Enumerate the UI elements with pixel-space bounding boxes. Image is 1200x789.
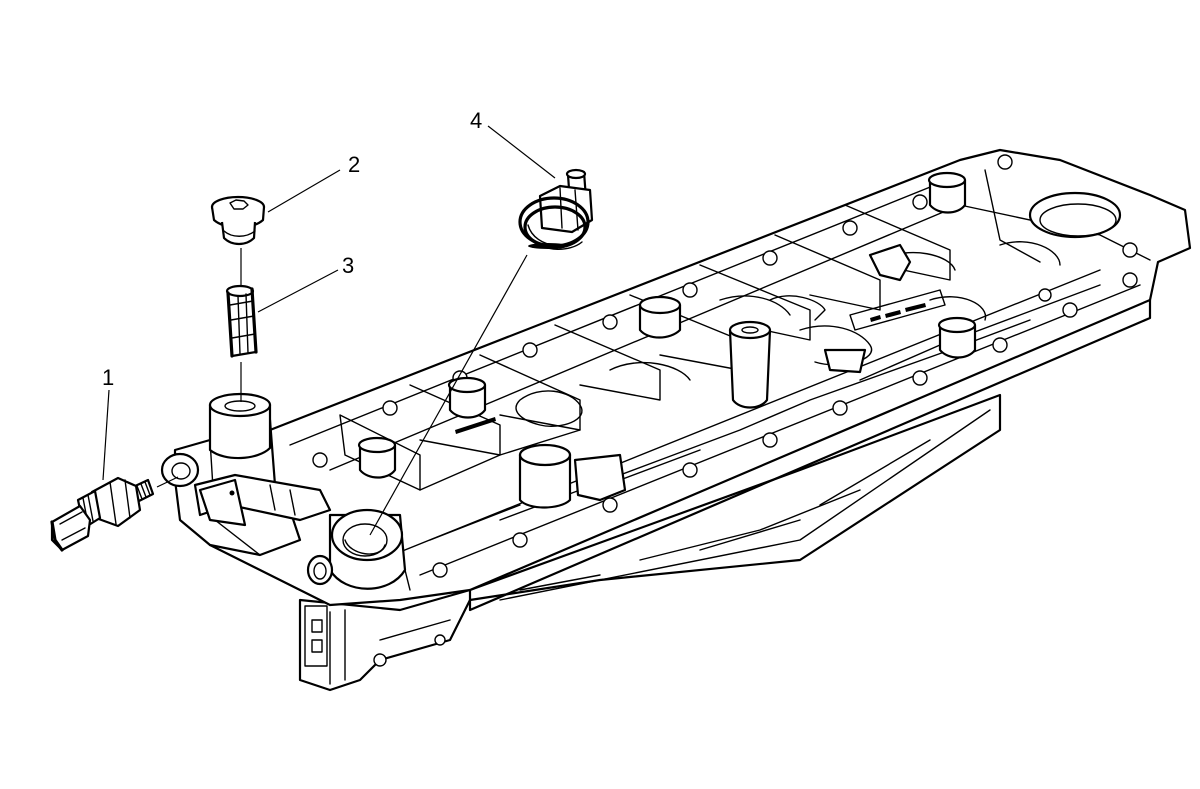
callouts: 1 2 3 4 xyxy=(102,108,482,390)
valve-body xyxy=(160,148,1192,692)
callout-4: 4 xyxy=(470,108,482,133)
part-4-sensor xyxy=(518,168,594,250)
part-2-plug xyxy=(210,195,266,246)
callout-1: 1 xyxy=(102,365,114,390)
callout-2: 2 xyxy=(348,152,360,177)
callout-3: 3 xyxy=(342,253,354,278)
bolt-holes xyxy=(312,154,1138,578)
assembly-lines xyxy=(156,248,528,536)
part-3-filter-screen xyxy=(225,284,258,358)
part-1-pressure-sensor xyxy=(50,476,155,552)
callout-leaders xyxy=(102,125,556,481)
